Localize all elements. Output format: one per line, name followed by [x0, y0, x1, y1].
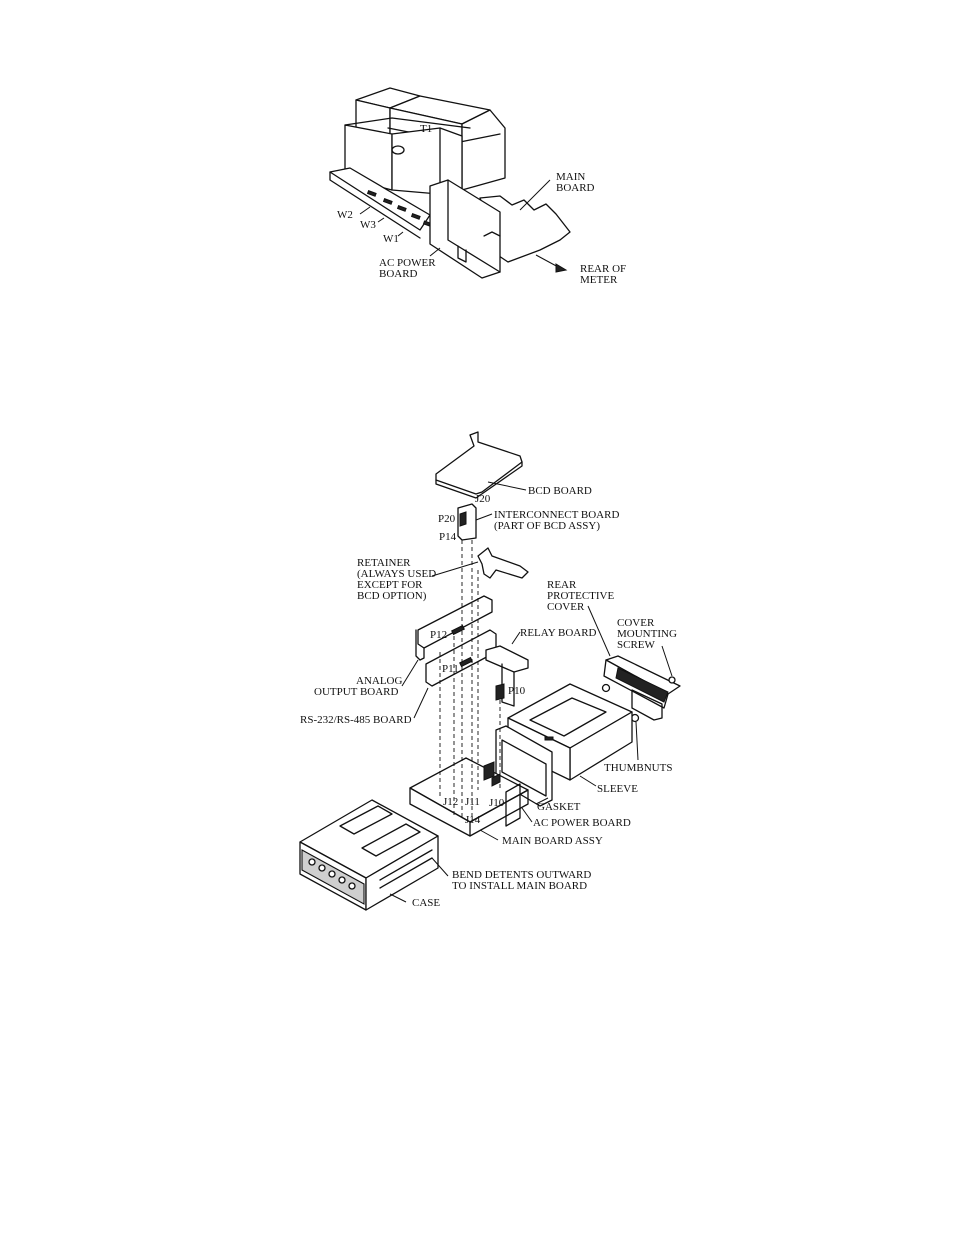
label-j14: J14 [465, 814, 481, 826]
label-j20: J20 [475, 493, 491, 505]
label-j12: J12 [443, 796, 458, 808]
retainer [477, 547, 529, 579]
sleeve [507, 683, 633, 781]
label-p14: P14 [439, 531, 457, 543]
connector-guide-lines [439, 540, 501, 818]
label-p11: P11 [442, 663, 459, 675]
label-w3: W3 [360, 219, 376, 231]
label-j10: J10 [489, 797, 505, 809]
label-gasket: GASKET [537, 801, 581, 813]
main-board-assy [409, 757, 529, 837]
analog-output-board [415, 595, 493, 661]
label-p10: P10 [508, 685, 526, 697]
label-w2: W2 [337, 209, 353, 221]
label-p12: P12 [430, 629, 447, 641]
label-w1: W1 [383, 233, 399, 245]
rear-protective-cover [603, 655, 681, 721]
ac-power-board-top [429, 179, 501, 279]
label-main-board-assy: MAIN BOARD ASSY [502, 835, 603, 847]
label-sleeve: SLEEVE [597, 783, 638, 795]
label-interconnect-board: INTERCONNECT BOARD(PART OF BCD ASSY) [494, 509, 619, 532]
label-t1: T1 [420, 123, 432, 135]
case [299, 799, 439, 911]
bcd-board [435, 431, 523, 499]
leader-lines [389, 481, 673, 903]
label-p20: P20 [438, 513, 456, 525]
label-ac-power-board: AC POWER BOARD [533, 817, 631, 829]
label-relay-board: RELAY BOARD [520, 627, 597, 639]
relay-board [485, 645, 529, 707]
bottom-figure-exploded-view: BCD BOARD J20 P20 P14 INTERCONNECT BOARD… [299, 431, 681, 911]
label-thumbnuts: THUMBNUTS [604, 762, 672, 774]
interconnect-board [457, 503, 477, 541]
label-bcd-board: BCD BOARD [528, 485, 592, 497]
label-j11: J11 [465, 796, 480, 808]
jumpers-w1-w3 [366, 190, 431, 227]
transformer-t1 [344, 87, 506, 197]
cover-mounting-screw [668, 676, 676, 684]
label-rs232-board: RS-232/RS-485 BOARD [300, 714, 412, 726]
label-case: CASE [412, 897, 440, 909]
